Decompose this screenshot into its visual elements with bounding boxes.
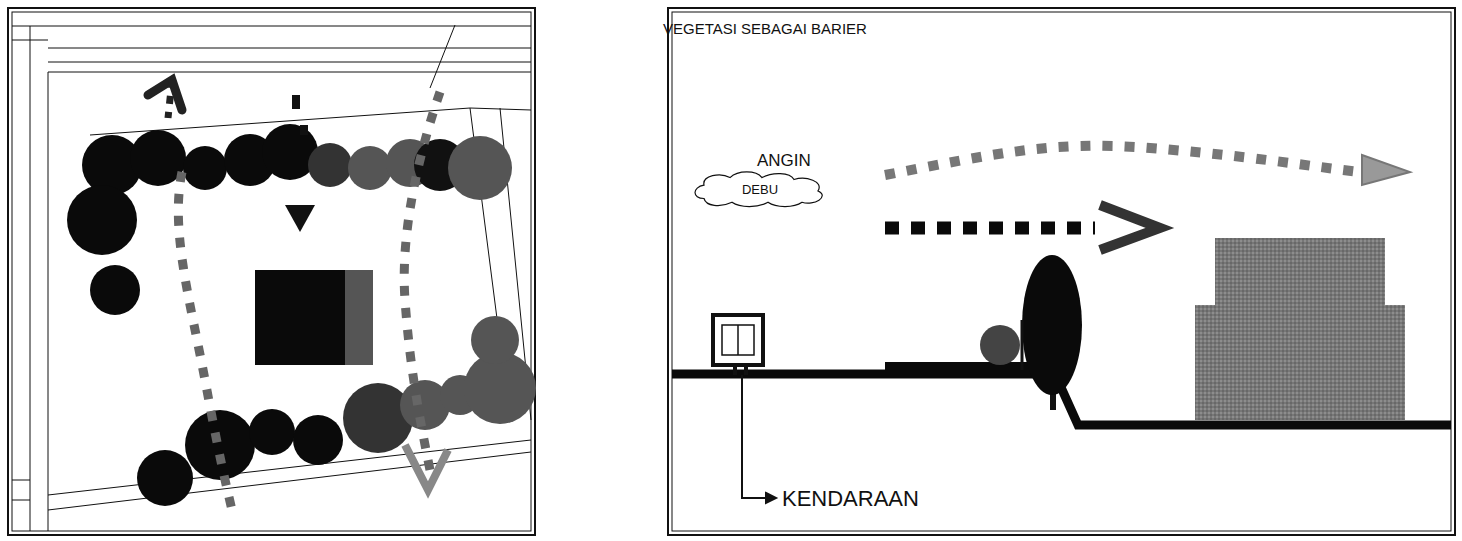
raised-bed bbox=[885, 362, 1035, 376]
wind-arrows-section bbox=[885, 146, 1410, 250]
cloud-text: DEBU bbox=[742, 182, 778, 197]
trees-plan bbox=[67, 124, 536, 506]
dust-cloud: DEBU bbox=[690, 170, 830, 208]
site-plan bbox=[8, 8, 535, 535]
wind-label: ANGIN bbox=[757, 151, 811, 171]
building-section bbox=[1195, 238, 1405, 420]
leader-line bbox=[742, 375, 776, 503]
wind-arrows-plan bbox=[148, 80, 448, 510]
diagram-title: VEGETASI SEBAGAI BARIER bbox=[663, 20, 867, 37]
vehicle-label: KENDARAAN bbox=[782, 486, 919, 512]
trees-section bbox=[980, 255, 1082, 410]
building-plan bbox=[255, 270, 373, 365]
vehicle bbox=[713, 315, 763, 375]
section-frame bbox=[668, 8, 1455, 535]
